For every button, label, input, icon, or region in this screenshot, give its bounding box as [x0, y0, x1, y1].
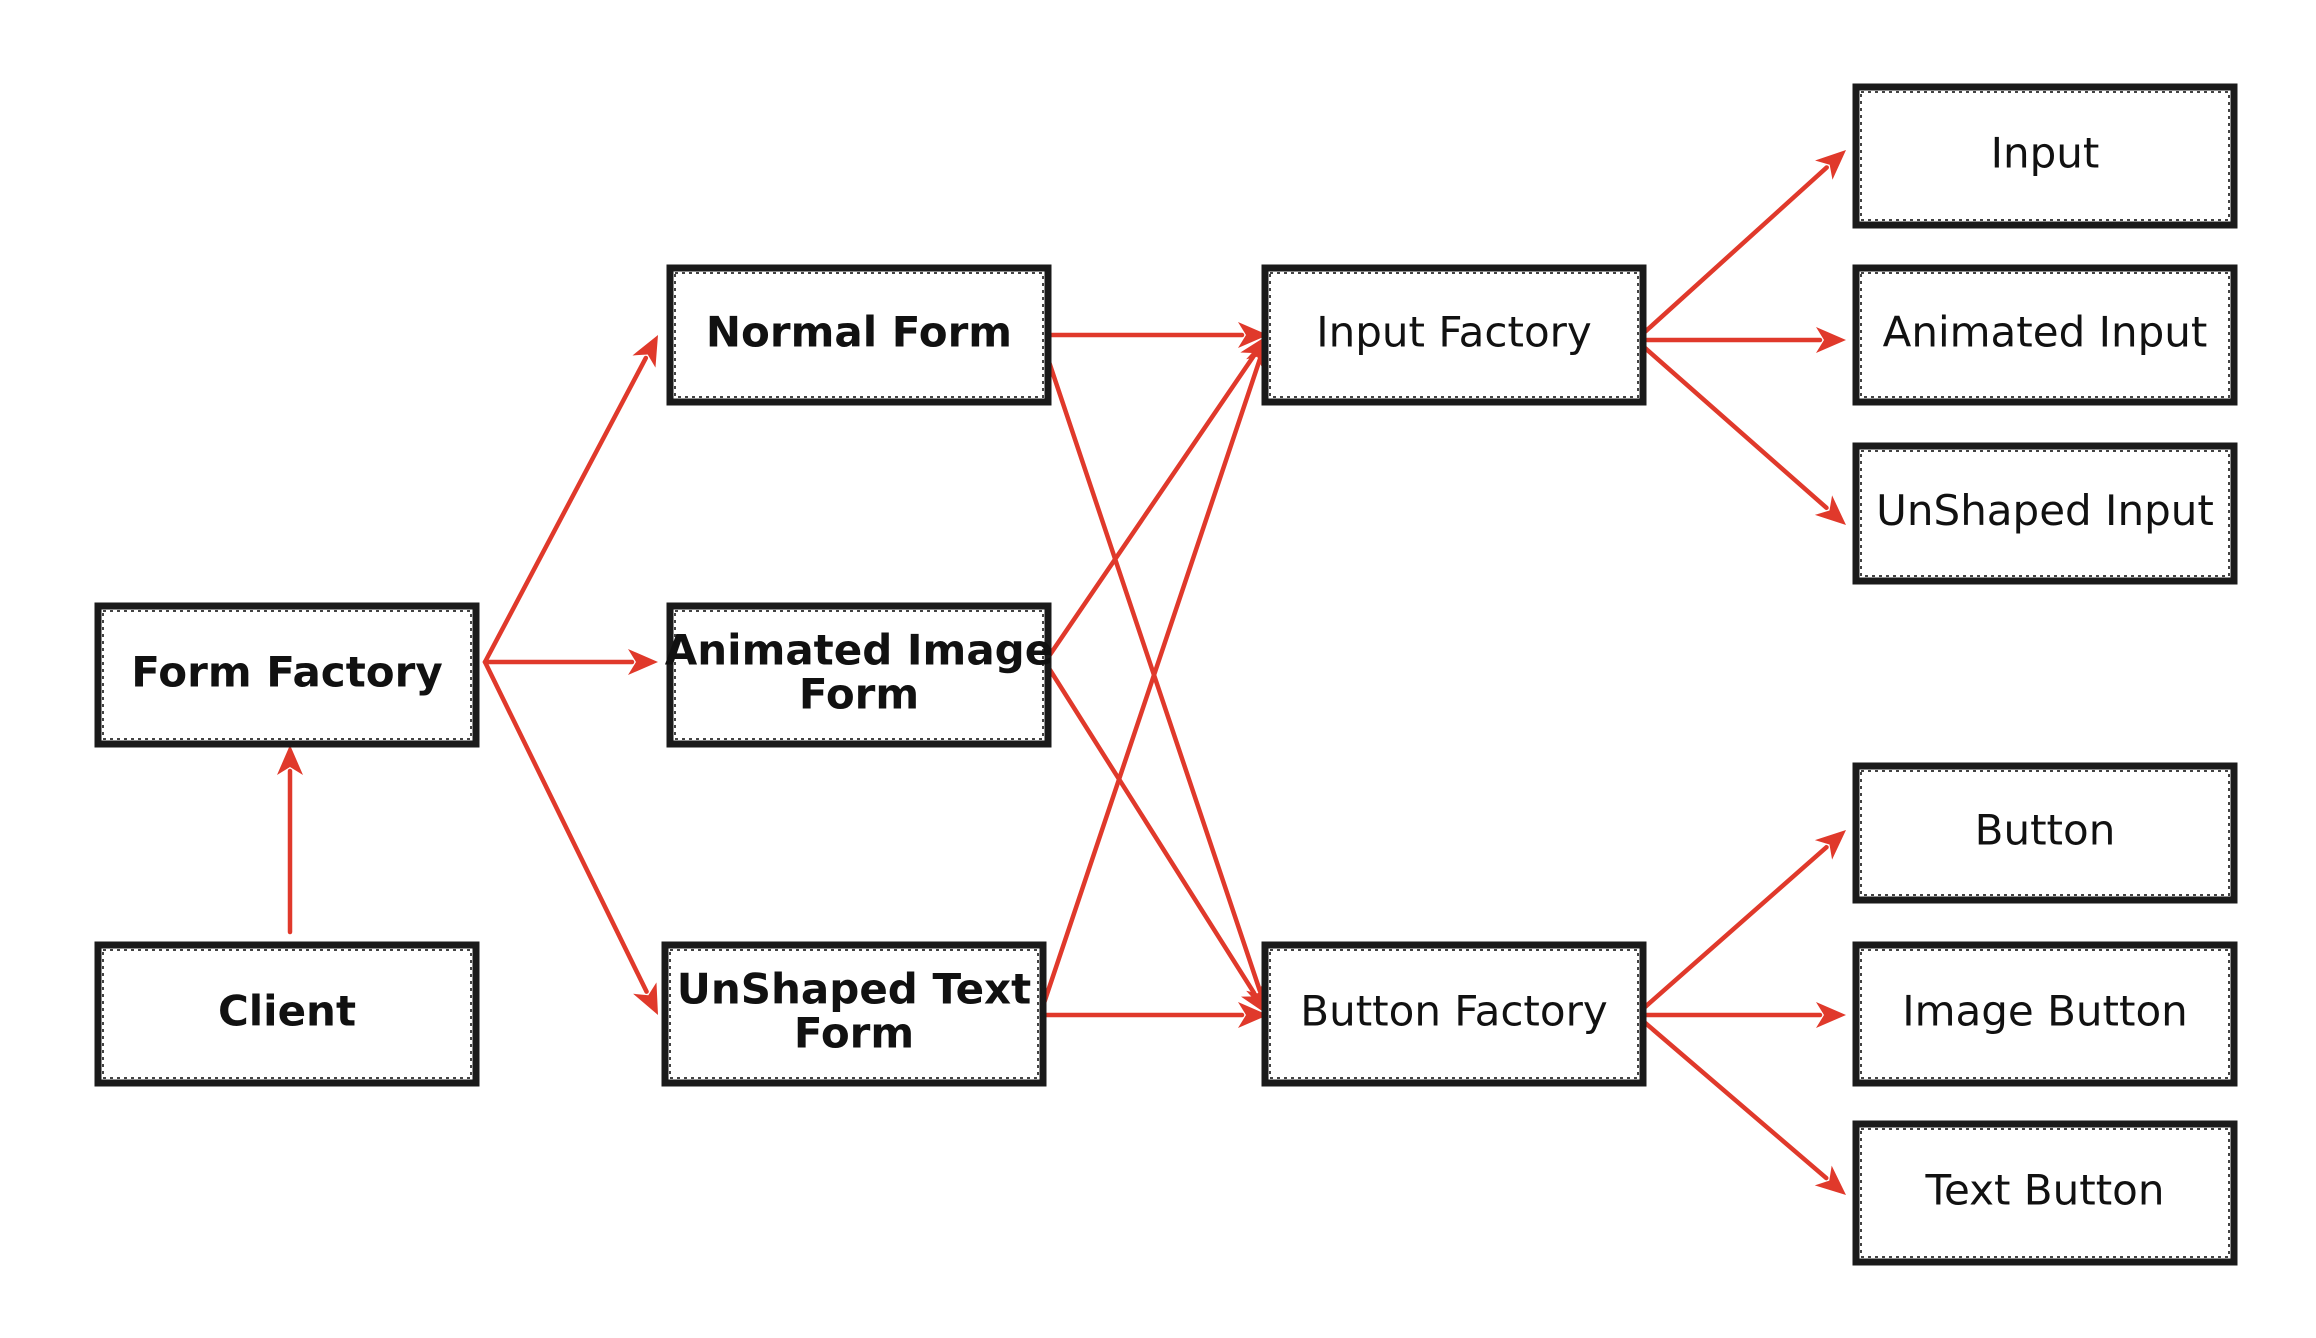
node-form-factory: Form Factory — [94, 602, 480, 748]
arrow-head — [1816, 1002, 1846, 1028]
node-label: Button — [1975, 806, 2116, 855]
arrow-form-factory-to-normal-form — [482, 335, 658, 665]
node-label: Animated Input — [1883, 308, 2208, 357]
arrow-head — [632, 335, 658, 368]
arrow-form-factory-to-unshaped-text-form — [482, 659, 658, 1015]
arrow-head — [1240, 982, 1268, 1015]
node-box-texture — [1860, 949, 2230, 1079]
arrow-line — [1633, 337, 1829, 511]
arrow-button-factory-to-button — [1633, 830, 1846, 1018]
node-label: Text Button — [1925, 1166, 2165, 1215]
node-label: Button Factory — [1300, 987, 1607, 1036]
node-box — [1852, 1120, 2238, 1266]
node-box — [1261, 264, 1647, 406]
node-button: Button — [1852, 762, 2238, 904]
node-box — [94, 602, 480, 748]
node-label: Input — [1991, 129, 2100, 178]
node-text-button: Text Button — [1852, 1120, 2238, 1266]
node-box — [1852, 264, 2238, 406]
arrow-head — [633, 982, 658, 1015]
node-image-button: Image Button — [1852, 941, 2238, 1087]
arrow-line — [1633, 844, 1829, 1018]
node-box-texture — [1860, 450, 2230, 577]
node-box — [1261, 941, 1647, 1087]
node-box-texture — [102, 610, 472, 740]
node-box — [1852, 762, 2238, 904]
arrow-head — [1814, 1165, 1846, 1195]
node-label: Normal Form — [706, 308, 1012, 357]
arrow-line — [1633, 165, 1829, 343]
node-label: Form — [799, 670, 919, 719]
node-unshaped-input: UnShaped Input — [1852, 442, 2238, 585]
node-box-texture — [1860, 1128, 2230, 1258]
node-box — [661, 941, 1047, 1087]
node-box-texture — [1269, 949, 1639, 1079]
arrow-head — [1814, 830, 1846, 860]
node-box-texture — [674, 272, 1044, 398]
node-label: Image Button — [1902, 987, 2188, 1036]
node-label: Form — [794, 1009, 914, 1058]
node-label: Input Factory — [1316, 308, 1592, 357]
node-label: UnShaped Input — [1876, 486, 2214, 535]
arrow-animated-image-form-to-input-factory — [1042, 335, 1268, 665]
node-box-texture — [1860, 91, 2230, 221]
node-box — [94, 941, 480, 1087]
arrow-form-factory-to-animated-image-form — [482, 649, 658, 675]
arrow-head — [1238, 322, 1268, 348]
arrow-head — [1816, 327, 1846, 353]
arrow-button-factory-to-text-button — [1633, 1012, 1846, 1195]
arrow-input-factory-to-unshaped-input — [1633, 337, 1846, 525]
node-box-texture — [1860, 272, 2230, 398]
node-label: Client — [218, 987, 356, 1036]
arrow-line — [482, 659, 649, 994]
node-box-texture — [674, 610, 1044, 740]
node-input: Input — [1852, 83, 2238, 229]
arrow-head — [277, 745, 303, 775]
node-box — [666, 264, 1052, 406]
arrow-button-factory-to-image-button — [1633, 1002, 1846, 1028]
node-label: Animated Image — [665, 626, 1053, 675]
arrow-line — [1633, 1012, 1829, 1181]
arrow-client-to-form-factory — [277, 745, 303, 935]
arrow-head — [1814, 495, 1846, 525]
node-label: Form Factory — [131, 648, 442, 697]
arrow-animated-image-form-to-button-factory — [1042, 659, 1268, 1015]
arrow-normal-form-to-input-factory — [1037, 322, 1268, 348]
arrow-head — [628, 649, 658, 675]
node-normal-form: Normal Form — [666, 264, 1052, 406]
node-client: Client — [94, 941, 480, 1087]
node-box-texture — [669, 949, 1039, 1079]
node-input-factory: Input Factory — [1261, 264, 1647, 406]
node-button-factory: Button Factory — [1261, 941, 1647, 1087]
arrow-line — [1042, 354, 1256, 665]
node-box — [666, 602, 1052, 748]
arrow-input-factory-to-input — [1633, 150, 1846, 343]
arrow-unshaped-text-form-to-button-factory — [1037, 1002, 1268, 1028]
node-box — [1852, 442, 2238, 585]
node-box-texture — [1269, 272, 1639, 398]
node-box — [1852, 83, 2238, 229]
node-label: UnShaped Text — [677, 965, 1031, 1014]
arrow-line — [482, 355, 649, 665]
node-animated-input: Animated Input — [1852, 264, 2238, 406]
node-box-texture — [1860, 770, 2230, 896]
arrow-head — [1238, 1002, 1268, 1028]
arrow-input-factory-to-animated-input — [1633, 327, 1846, 353]
node-box — [1852, 941, 2238, 1087]
arrow-line — [1042, 659, 1257, 996]
arrow-line — [1037, 357, 1262, 1018]
arrow-line — [1037, 332, 1262, 993]
arrow-head — [1815, 150, 1846, 180]
edges-layer — [277, 150, 1846, 1195]
node-box-texture — [102, 949, 472, 1079]
